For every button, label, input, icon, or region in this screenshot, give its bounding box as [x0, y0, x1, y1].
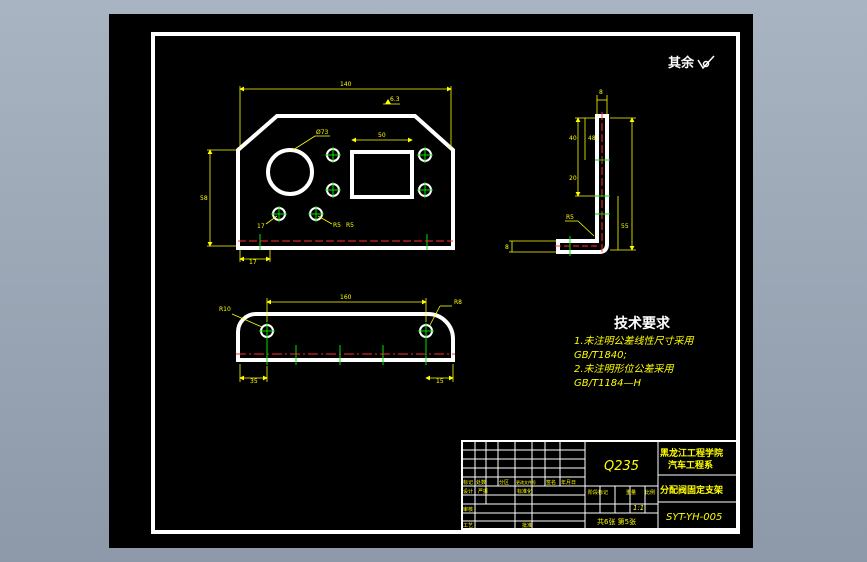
dim-top-left-offset: 35: [250, 378, 258, 385]
scale-label: 比例: [645, 489, 655, 496]
sheet-count: 共6张 第5张: [597, 517, 636, 526]
roughness-check-icon: [697, 55, 715, 70]
dim-top-right-offset: 15: [436, 378, 444, 385]
drawing-number: SYT-YH-005: [666, 512, 722, 523]
col-label-3: 更改文件号: [516, 479, 536, 485]
row-standard: 标准化: [517, 488, 532, 495]
dim-front-left-hole: 17: [257, 223, 265, 230]
dim-top-right-radius: R8: [454, 299, 462, 306]
dim-side-right: 55: [621, 223, 629, 230]
dim-side-fillet: R5: [566, 214, 574, 221]
roughness-note: 其余: [668, 55, 695, 71]
top-view: 160 R10 R8 35 15: [219, 294, 462, 385]
weight-label: 重量: [626, 489, 636, 496]
col-label-4: 签名: [546, 479, 556, 486]
dim-front-hole: Ø73: [316, 129, 329, 136]
row-designer: 严振: [478, 488, 488, 495]
drawing-frame: [151, 32, 740, 534]
col-label-1: 处数: [476, 479, 486, 486]
dim-front-height: 58: [200, 195, 208, 202]
dim-front-chamfer: 6.3: [390, 96, 400, 103]
technical-requirements: 技术要求 1.未注明公差线性尺寸采用 GB/T1840; 2.未注明形位公差采用…: [574, 315, 695, 389]
tech-req-title: 技术要求: [614, 315, 671, 332]
dim-front-label-b: R5: [346, 222, 354, 229]
dim-front-bottom: 17: [249, 259, 257, 266]
front-view-outline: [236, 114, 455, 250]
department-name: 汽车工程系: [668, 459, 713, 471]
tech-req-line1: 1.未注明公差线性尺寸采用: [574, 335, 695, 347]
tech-req-line4: GB/T1184—H: [574, 378, 642, 389]
side-view: 8 40 20 48 55 8 R5: [505, 89, 636, 256]
material-label: Q235: [604, 459, 639, 474]
row-process: 工艺: [463, 523, 473, 529]
row-check: 审核: [463, 506, 473, 513]
dim-top-left-radius: R10: [219, 306, 231, 313]
top-view-outline: [236, 312, 455, 362]
drawing-sheet: [109, 14, 753, 548]
tech-req-line3: 2.未注明形位公差采用: [574, 363, 675, 375]
row-approve: 批准: [522, 522, 532, 529]
dim-side-left-1: 40: [569, 135, 577, 142]
col-label-2: 分区: [499, 479, 509, 486]
title-block: Q235 黑龙江工程学院 汽车工程系 分配阀固定支架 SYT-YH-005 1:…: [461, 440, 738, 530]
window-cutout: [350, 150, 414, 199]
col-label-5: 年月日: [561, 479, 576, 486]
stage-label: 阶段标记: [588, 489, 608, 496]
dim-side-left-2: 20: [569, 175, 577, 182]
dim-front-window: 50: [378, 132, 386, 139]
side-view-outline: [556, 114, 609, 254]
dim-front-label-a: R5: [333, 222, 341, 229]
dim-side-bottom-left: 8: [505, 244, 509, 251]
tech-req-line2: GB/T1840;: [574, 350, 627, 361]
school-name: 黑龙江工程学院: [660, 447, 723, 459]
dim-front-width: 140: [340, 81, 352, 88]
front-view: 140 58 17 50 Ø73 6.3 17 R5 R5: [200, 81, 455, 266]
part-name: 分配阀固定支架: [660, 484, 723, 496]
dim-top-length: 160: [340, 294, 352, 301]
dim-side-left-3: 48: [588, 135, 596, 142]
row-design: 设计: [463, 488, 473, 495]
col-label-0: 标记: [463, 479, 473, 486]
large-hole: [266, 148, 314, 196]
dim-side-top: 8: [599, 89, 603, 96]
scale-value: 1:1: [633, 504, 644, 512]
